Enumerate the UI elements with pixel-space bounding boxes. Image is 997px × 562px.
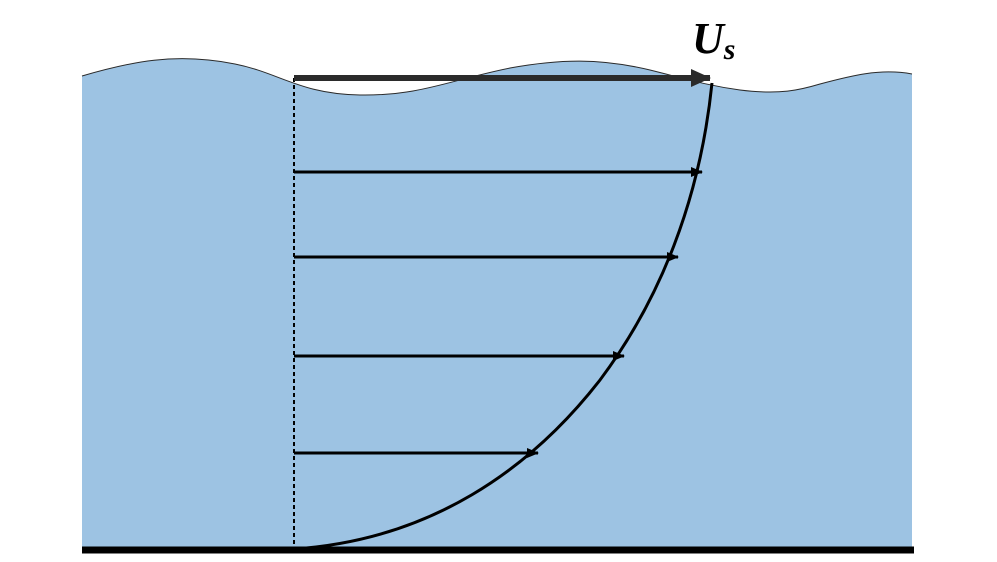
label-main: U	[692, 14, 726, 63]
label-subscript: s	[723, 33, 736, 66]
free-surface-line	[81, 58, 913, 96]
water-body	[82, 58, 912, 549]
surface-velocity-label: Us	[692, 14, 735, 66]
velocity-profile-curve	[293, 82, 714, 551]
